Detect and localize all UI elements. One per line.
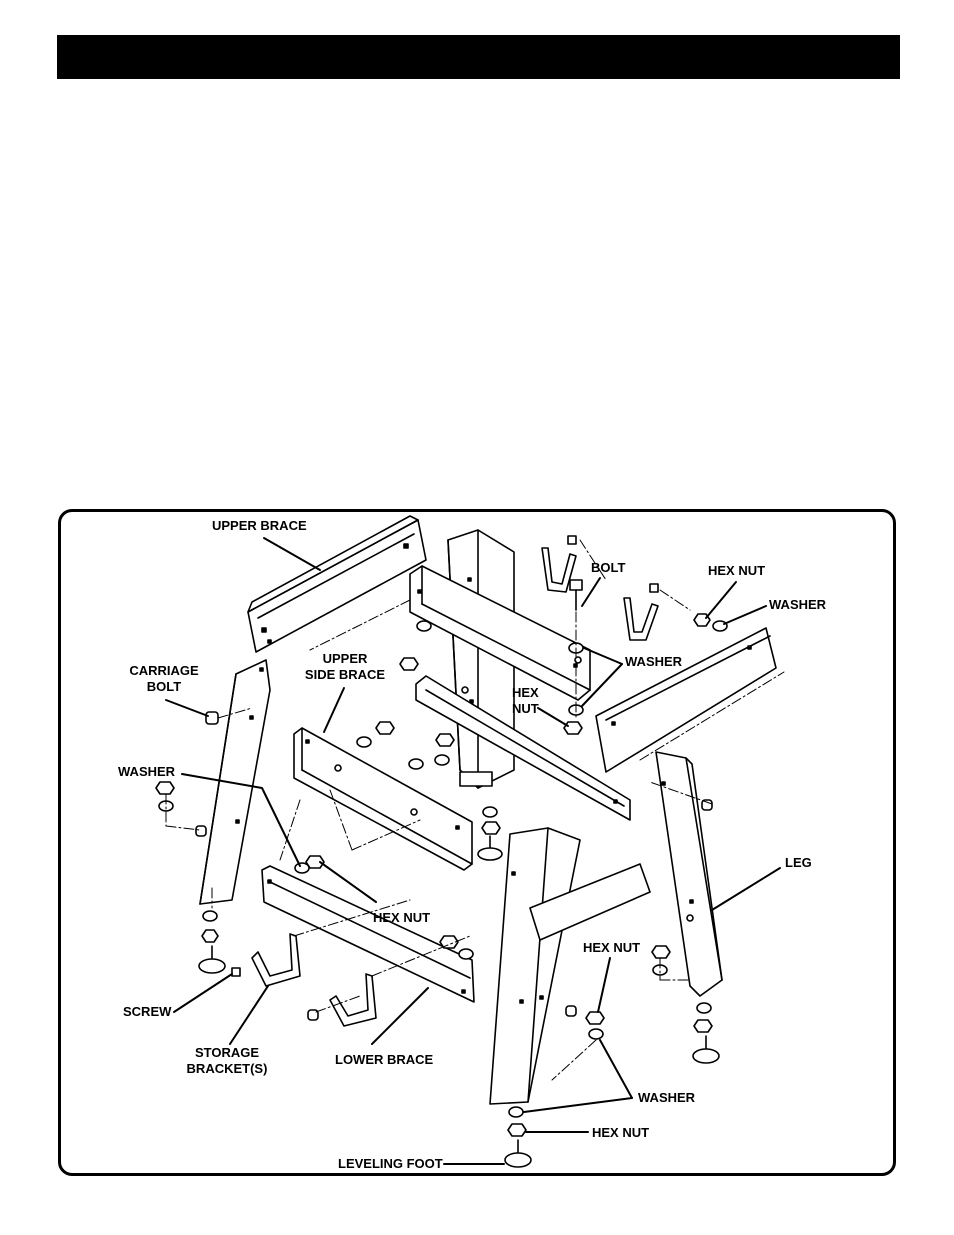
lower-brace-front: [261, 865, 475, 1003]
header-bar: [57, 35, 900, 79]
label-hex-nut-mid-line1: HEX: [512, 685, 539, 700]
rear-right-leg: [655, 751, 723, 997]
label-carriage-bolt-line2: BOLT: [146, 679, 182, 694]
lower-brace-center: [415, 675, 631, 821]
label-washer-bottom: WASHER: [638, 1090, 696, 1105]
label-screw: SCREW: [123, 1004, 172, 1019]
upper-brace-part: [247, 515, 427, 653]
label-hex-nut-top-right: HEX NUT: [708, 563, 766, 578]
leader-lines: [165, 537, 781, 1165]
label-hex-nut-right: HEX NUT: [583, 940, 641, 955]
label-upper-side-brace-line1: UPPER: [322, 651, 368, 666]
label-hex-nut-mid-line2: NUT: [512, 701, 539, 716]
storage-brackets: [251, 547, 659, 1027]
upper-brace-right: [595, 627, 777, 773]
label-leg: LEG: [785, 855, 812, 870]
label-upper-side-brace-line2: SIDE BRACE: [304, 667, 386, 682]
label-upper-brace: UPPER BRACE: [212, 518, 307, 533]
label-upper-side-brace: UPPER SIDE BRACE: [300, 651, 390, 683]
upper-side-brace-back: [409, 565, 591, 701]
label-washer-left: WASHER: [118, 764, 176, 779]
figure-frame: [58, 509, 896, 1176]
hardware: [155, 535, 728, 1168]
label-lower-brace: LOWER BRACE: [335, 1052, 434, 1067]
label-washer-top-right: WASHER: [769, 597, 827, 612]
assembly-lines: [165, 539, 785, 1081]
label-hex-nut-bottom: HEX NUT: [592, 1125, 650, 1140]
label-hex-nut-center: HEX NUT: [373, 910, 431, 925]
label-carriage-bolt-line1: CARRIAGE: [129, 663, 199, 678]
label-carriage-bolt: CARRIAGE BOLT: [126, 663, 202, 695]
label-washer-top-mid: WASHER: [625, 654, 683, 669]
label-hex-nut-mid: HEX NUT: [512, 685, 539, 717]
label-leveling-foot: LEVELING FOOT: [338, 1156, 443, 1171]
label-storage-bracket-line2: BRACKET(S): [186, 1061, 268, 1076]
left-leg: [199, 659, 271, 905]
label-bolt: BOLT: [591, 560, 626, 575]
upper-side-brace-front: [293, 727, 473, 871]
front-leg: [489, 827, 651, 1105]
label-storage-bracket-line1: STORAGE: [194, 1045, 260, 1060]
label-storage-bracket: STORAGE BRACKET(S): [182, 1045, 272, 1077]
